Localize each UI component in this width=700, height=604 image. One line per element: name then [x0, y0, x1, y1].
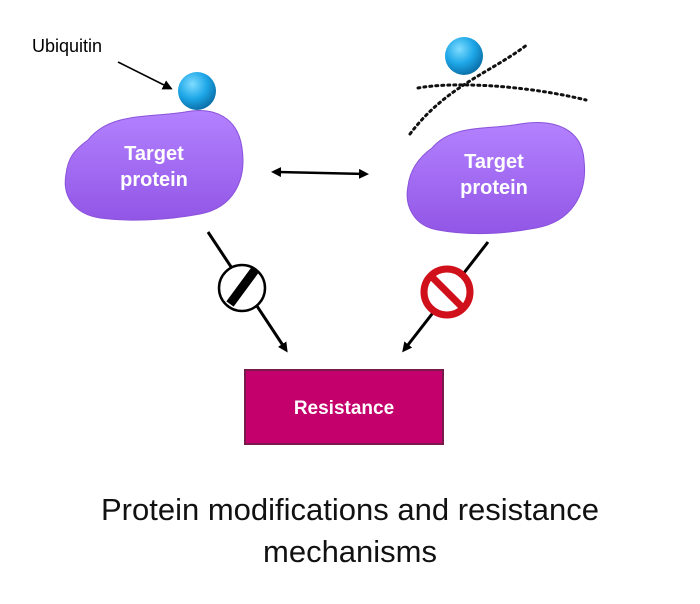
- left-protein-label-line1: Target: [124, 143, 184, 165]
- right-protein-label-line1: Target: [464, 151, 524, 173]
- caption-line-1: Protein modifications and resistance: [101, 492, 599, 527]
- right-protein-label-line2: protein: [460, 177, 528, 199]
- ubiquitin-sphere-icon: [178, 72, 216, 110]
- right-target-protein: [406, 122, 586, 235]
- resistance-label: Resistance: [294, 398, 394, 419]
- ubiquitin-label: Ubiquitin: [32, 36, 102, 56]
- resistance-box: [244, 369, 444, 445]
- left-target-protein: [64, 110, 244, 221]
- caption-line-2: mechanisms: [263, 534, 437, 569]
- dotted-cleavage-line-diagonal: [408, 42, 530, 136]
- protein-resistance-diagram: Ubiquitin Target protein Target protein: [32, 36, 588, 445]
- detached-ubiquitin-icon: [445, 37, 483, 75]
- blocked-circle-icon: [217, 263, 267, 313]
- equilibrium-double-arrow: [271, 167, 369, 179]
- dotted-cleavage-line-horizontal: [416, 83, 588, 102]
- ubiquitin-pointer-arrow: [117, 61, 173, 90]
- prohibition-icon: [420, 265, 474, 319]
- left-protein-label-line2: protein: [120, 169, 188, 191]
